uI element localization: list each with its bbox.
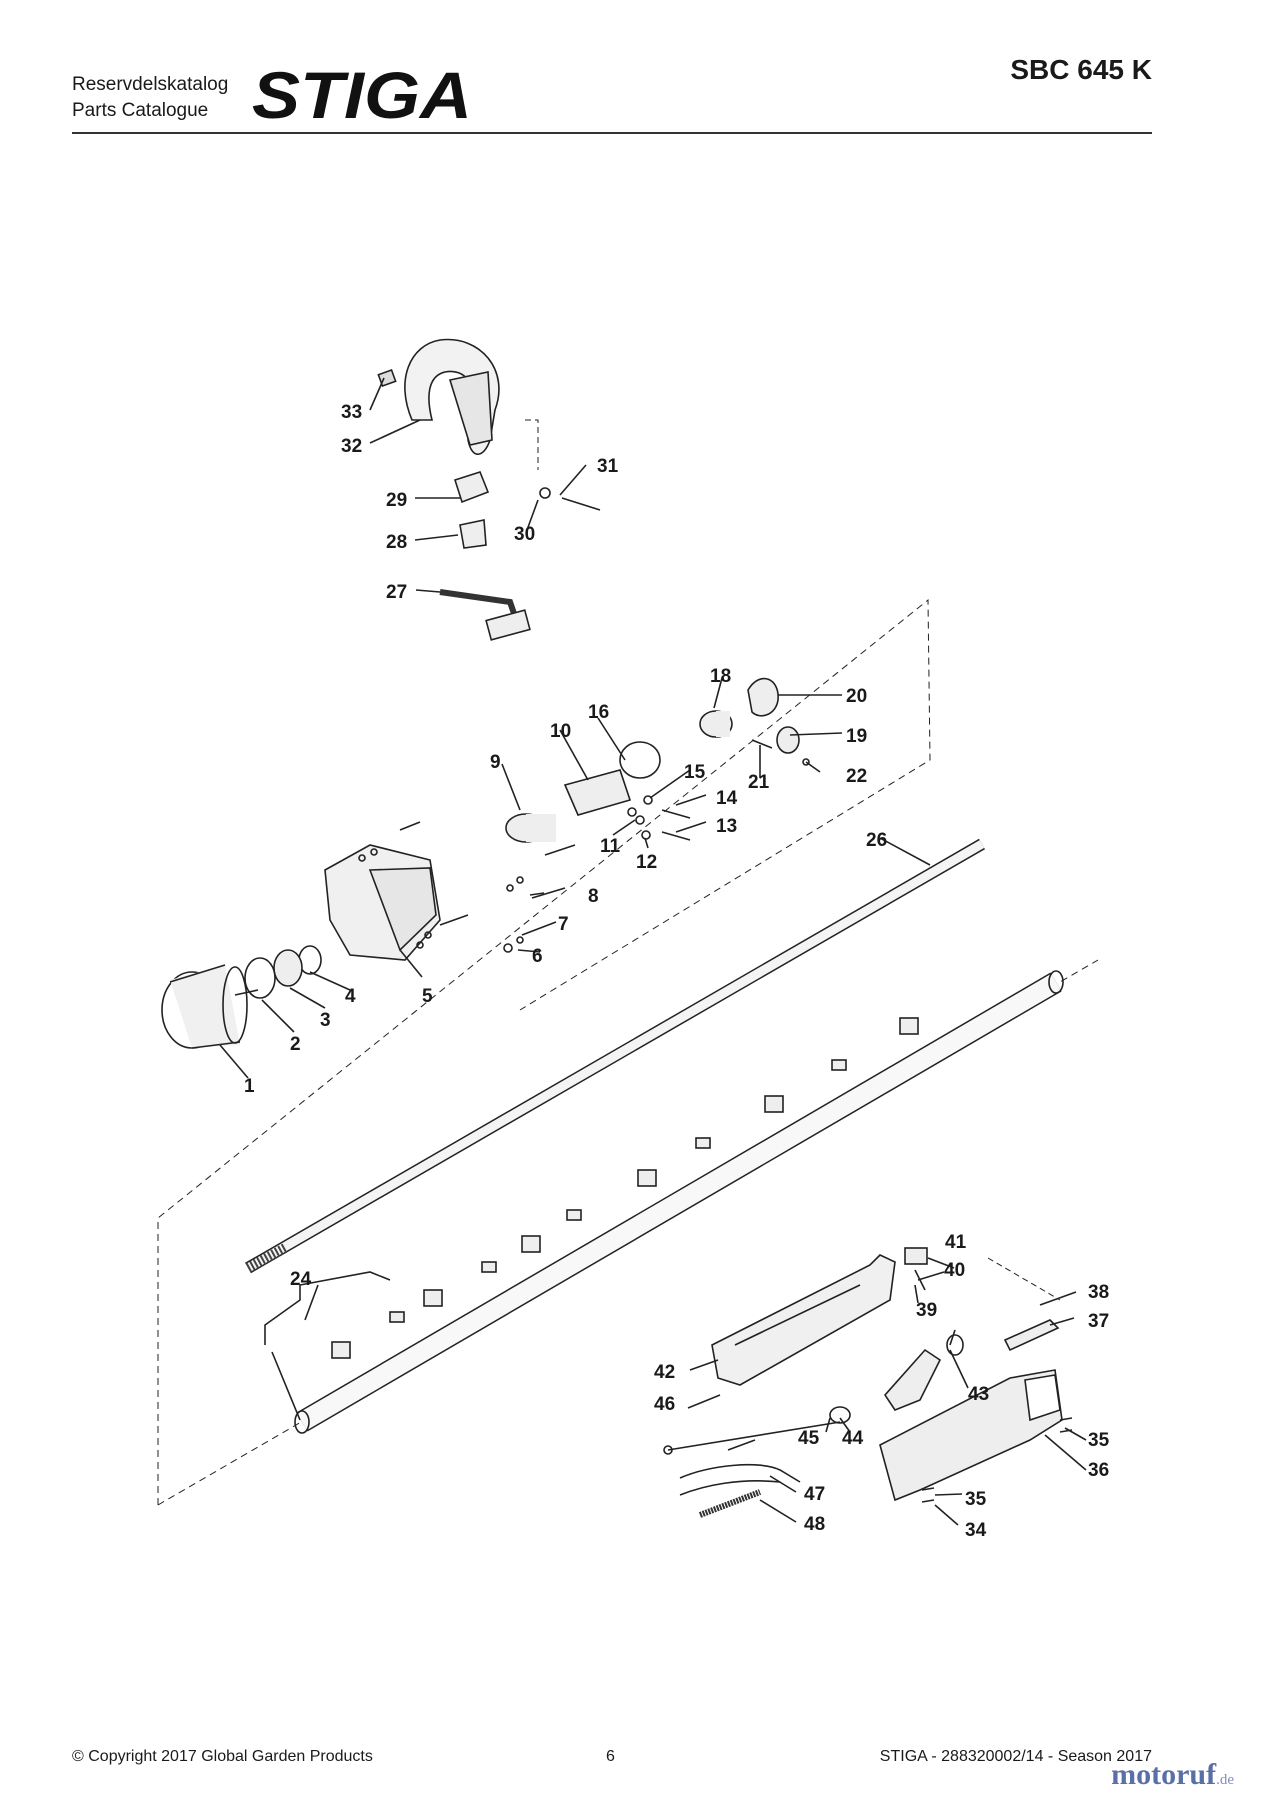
callout-label: 2 — [290, 1034, 301, 1055]
footer-document-reference: STIGA - 288320002/14 - Season 2017 — [879, 1748, 1152, 1765]
callout-label: 24 — [290, 1269, 312, 1290]
svg-text:STIGA: STIGA — [252, 64, 472, 126]
header-divider — [72, 132, 1152, 134]
callout-label: 28 — [386, 532, 407, 553]
callout-label: 5 — [422, 986, 433, 1007]
callout-label: 35 — [1088, 1430, 1110, 1451]
watermark-tld: .de — [1216, 1772, 1234, 1788]
callout-label: 19 — [846, 726, 867, 747]
model-number: SBC 645 K — [1010, 54, 1152, 85]
callout-label: 36 — [1088, 1460, 1109, 1481]
callout-label: 7 — [558, 914, 569, 935]
callout-label: 44 — [842, 1428, 864, 1449]
watermark-name: motoruf — [1111, 1758, 1217, 1791]
callout-label: 40 — [944, 1260, 965, 1281]
callout-label: 15 — [684, 762, 706, 783]
callout-label: 39 — [916, 1300, 937, 1321]
callout-label: 22 — [846, 766, 867, 787]
callout-label: 6 — [532, 946, 543, 967]
callout-label: 1 — [244, 1076, 255, 1097]
callout-label: 11 — [600, 836, 621, 857]
callout-label: 43 — [968, 1384, 989, 1405]
site-watermark: motoruf.de — [1111, 1758, 1234, 1792]
callout-label: 38 — [1088, 1282, 1109, 1303]
callout-label: 47 — [804, 1484, 825, 1505]
callout-label: 30 — [514, 524, 535, 545]
callout-label: 26 — [866, 830, 887, 851]
callout-label: 4 — [345, 986, 356, 1007]
callout-label: 32 — [341, 436, 362, 457]
callout-label: 27 — [386, 582, 407, 603]
callout-label: 14 — [716, 788, 738, 809]
callout-label: 45 — [798, 1428, 820, 1449]
callout-label: 9 — [490, 752, 501, 773]
catalog-title-swedish: Reservdelskatalog — [72, 74, 229, 95]
callout-label: 35 — [965, 1489, 987, 1510]
catalog-title-english: Parts Catalogue — [72, 100, 209, 121]
callout-label: 41 — [945, 1232, 967, 1253]
callout-label: 3 — [320, 1010, 331, 1031]
callout-label: 21 — [748, 772, 770, 793]
callout-label: 48 — [804, 1514, 825, 1535]
footer-page-number: 6 — [606, 1748, 615, 1765]
footer-copyright: © Copyright 2017 Global Garden Products — [72, 1748, 373, 1765]
callout-label: 10 — [550, 721, 571, 742]
part-callouts: 1 2 3 4 5 6 7 8 9 10 11 12 13 14 15 16 1… — [244, 402, 1110, 1541]
callout-label: 12 — [636, 852, 657, 873]
callout-label: 46 — [654, 1394, 675, 1415]
callout-label: 18 — [710, 666, 731, 687]
callout-label: 34 — [965, 1520, 987, 1541]
callout-label: 16 — [588, 702, 609, 723]
callout-label: 13 — [716, 816, 737, 837]
catalog-title: Reservdelskatalog Parts Catalogue — [72, 72, 228, 124]
callout-label: 29 — [386, 490, 407, 511]
callout-label: 42 — [654, 1362, 675, 1383]
stiga-logo: STIGA — [252, 64, 472, 126]
callout-label: 31 — [597, 456, 619, 477]
callout-label: 20 — [846, 686, 867, 707]
callout-label: 37 — [1088, 1311, 1109, 1332]
callout-label: 33 — [341, 402, 362, 423]
callout-label: 8 — [588, 886, 599, 907]
